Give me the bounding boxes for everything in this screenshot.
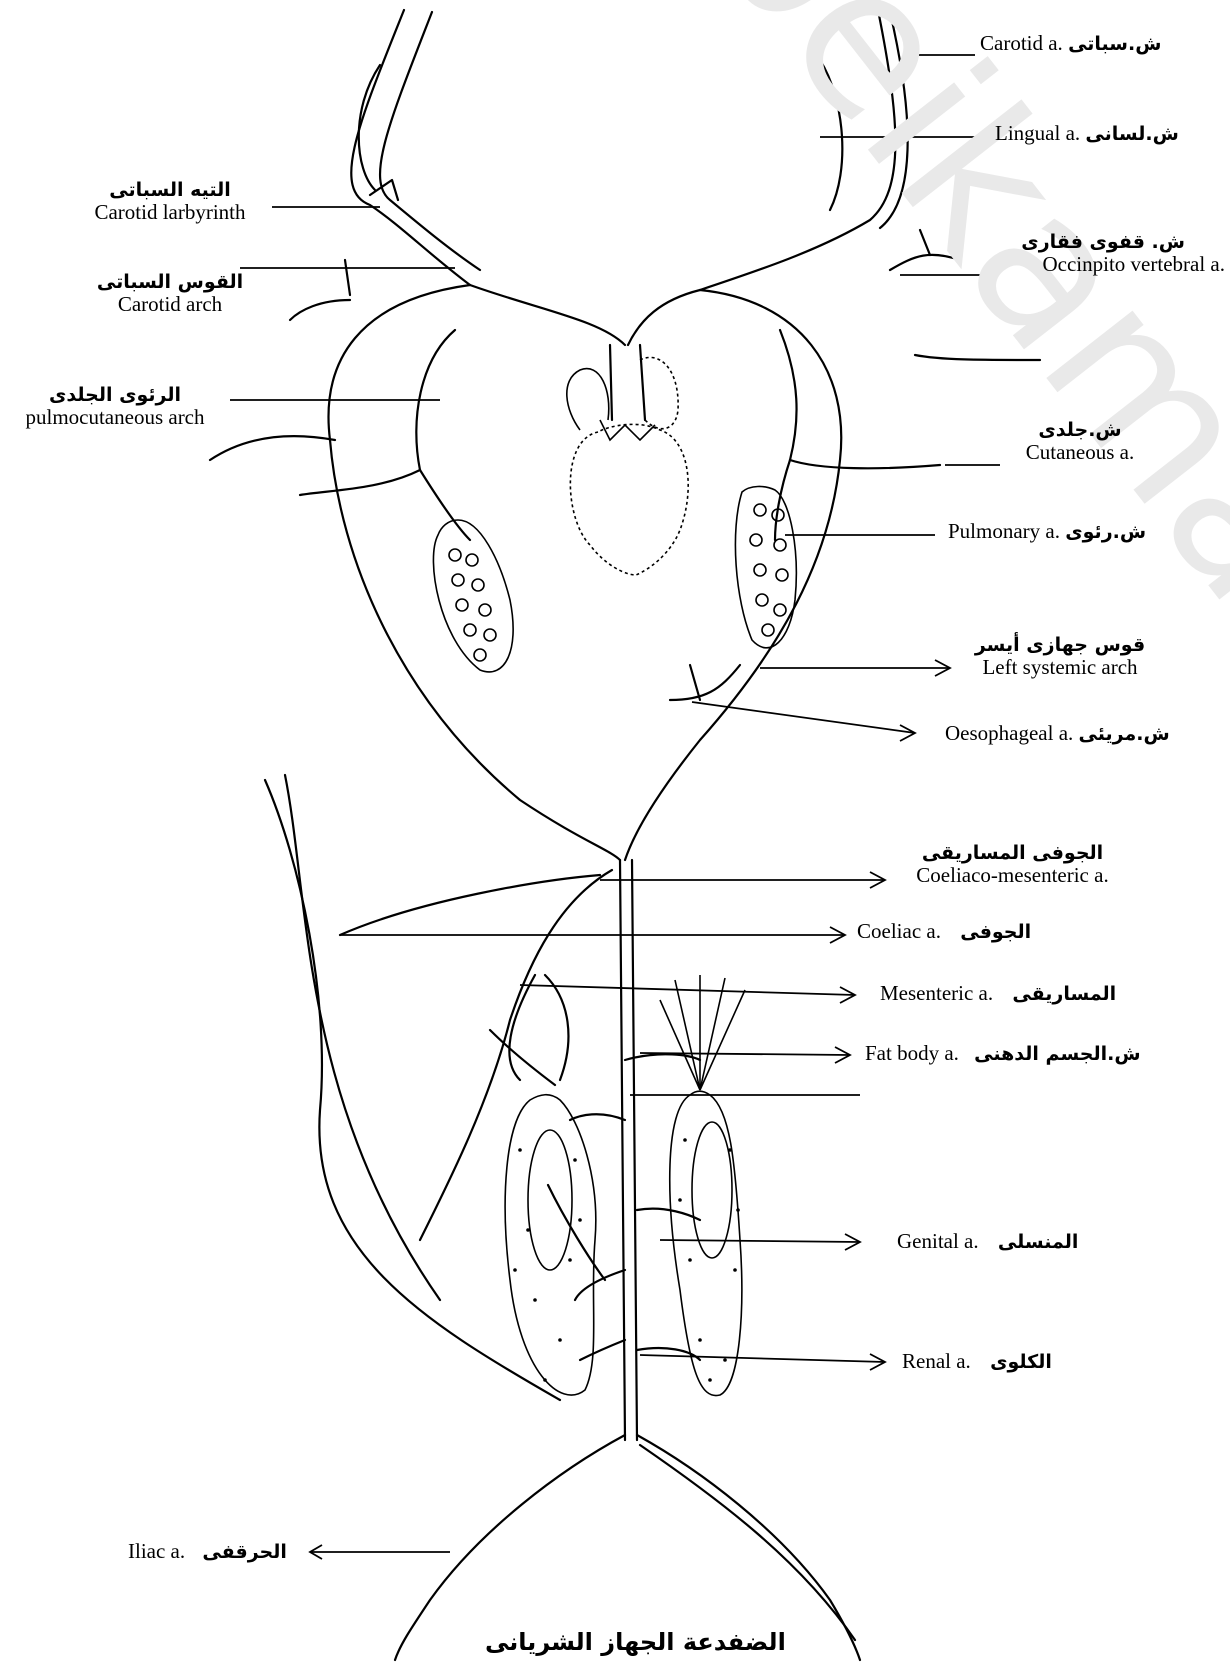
pointer-lines	[230, 55, 1000, 1559]
oesoph-en: Oesophageal a.	[945, 721, 1073, 745]
occip-en: Occinpito vertebral a.	[1005, 253, 1225, 276]
label-occipito-vertebral: ش. قفوى فقارى Occinpito vertebral a.	[1005, 232, 1225, 276]
label-iliac: Iliac a. الحرقفى	[128, 1540, 287, 1563]
label-coeliaco-mesenteric: الجوفى المساريقى Coeliaco-mesenteric a.	[895, 843, 1130, 887]
label-pulmocutaneous-arch: الرئوى الجلدى pulmocutaneous arch	[10, 385, 220, 429]
mesenteric-en: Mesenteric a.	[880, 981, 993, 1005]
coeliac-ar: الجوفى	[960, 921, 1031, 943]
cutaneous-ar: ش.جلدى	[1010, 420, 1150, 441]
renal-en: Renal a.	[902, 1349, 971, 1373]
mesenteric-ar: المساريقى	[1012, 983, 1116, 1005]
label-genital: Genital a. المنسلى	[897, 1230, 1078, 1253]
carotid-vessels	[351, 10, 907, 345]
carotid-arch-en: Carotid arch	[90, 293, 250, 316]
pulmo-ar: الرئوى الجلدى	[10, 385, 220, 406]
coeliaco-ar: الجوفى المساريقى	[895, 843, 1130, 864]
iliac-arteries	[395, 1435, 860, 1660]
lungs	[433, 486, 796, 671]
label-coeliac: Coeliac a. الجوفى	[857, 920, 1031, 943]
systemic-ar: قوس جهازى أيسر	[970, 635, 1150, 656]
coeliac-en: Coeliac a.	[857, 919, 941, 943]
label-cutaneous: ش.جلدى Cutaneous a.	[1010, 420, 1150, 464]
label-carotid-arch: القوس السباتى Carotid arch	[90, 272, 250, 316]
carotid-en: Carotid a.	[980, 31, 1063, 55]
diagram-title: الضفدعة الجهاز الشريانى	[485, 1628, 786, 1656]
coeliaco-en: Coeliaco-mesenteric a.	[895, 864, 1130, 887]
pulmonary-ar: ش.رئوى	[1065, 521, 1146, 543]
lingual-en: Lingual a.	[995, 121, 1080, 145]
label-pulmonary: Pulmonary a. ش.رئوى	[948, 520, 1146, 543]
carotid-ar: ش.سباتى	[1068, 33, 1161, 55]
fatbody-ar: ش.الجسم الدهنى	[974, 1043, 1140, 1065]
iliac-ar: الحرقفى	[202, 1541, 287, 1563]
genital-ar: المنسلى	[998, 1231, 1078, 1253]
label-renal: Renal a. الكلوى	[902, 1350, 1052, 1373]
label-carotid: Carotid a. ش.سباتى	[980, 32, 1161, 55]
label-oesophageal: Oesophageal a. ش.مريئى	[945, 722, 1170, 745]
label-mesenteric: Mesenteric a. المساريقى	[880, 982, 1116, 1005]
heart	[567, 345, 688, 575]
iliac-en: Iliac a.	[128, 1539, 185, 1563]
label-carotid-labyrinth: التيه السباتى Carotid larbyrinth	[70, 180, 270, 224]
lingual-ar: ش.لسانى	[1085, 123, 1178, 145]
renal-ar: الكلوى	[990, 1351, 1052, 1373]
cutaneous-en: Cutaneous a.	[1010, 441, 1150, 464]
pulmonary-en: Pulmonary a.	[948, 519, 1060, 543]
label-lingual: Lingual a. ش.لسانى	[995, 122, 1179, 145]
occip-ar: ش. قفوى فقارى	[1005, 232, 1185, 253]
systemic-arches	[210, 230, 1040, 860]
fatbody-en: Fat body a.	[865, 1041, 959, 1065]
oesoph-ar: ش.مريئى	[1079, 723, 1170, 745]
labyrinth-ar: التيه السباتى	[70, 180, 270, 201]
label-left-systemic-arch: قوس جهازى أيسر Left systemic arch	[970, 635, 1150, 679]
genital-en: Genital a.	[897, 1229, 979, 1253]
systemic-en: Left systemic arch	[970, 656, 1150, 679]
labyrinth-en: Carotid larbyrinth	[70, 201, 270, 224]
carotid-arch-ar: القوس السباتى	[90, 272, 250, 293]
pulmo-en: pulmocutaneous arch	[10, 406, 220, 429]
label-fat-body: Fat body a. ش.الجسم الدهنى	[865, 1042, 1141, 1065]
